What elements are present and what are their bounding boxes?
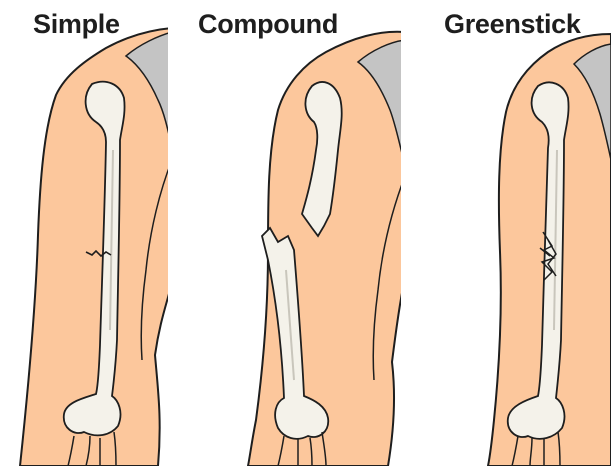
simple-label: Simple <box>33 8 120 40</box>
compound-label: Compound <box>198 8 338 40</box>
greenstick-label: Greenstick <box>444 8 581 40</box>
panel-gap-2 <box>401 0 407 466</box>
compound-panel <box>248 32 405 466</box>
greenstick-panel <box>488 34 611 466</box>
panel-gap-1 <box>168 0 174 466</box>
simple-panel <box>20 28 172 466</box>
